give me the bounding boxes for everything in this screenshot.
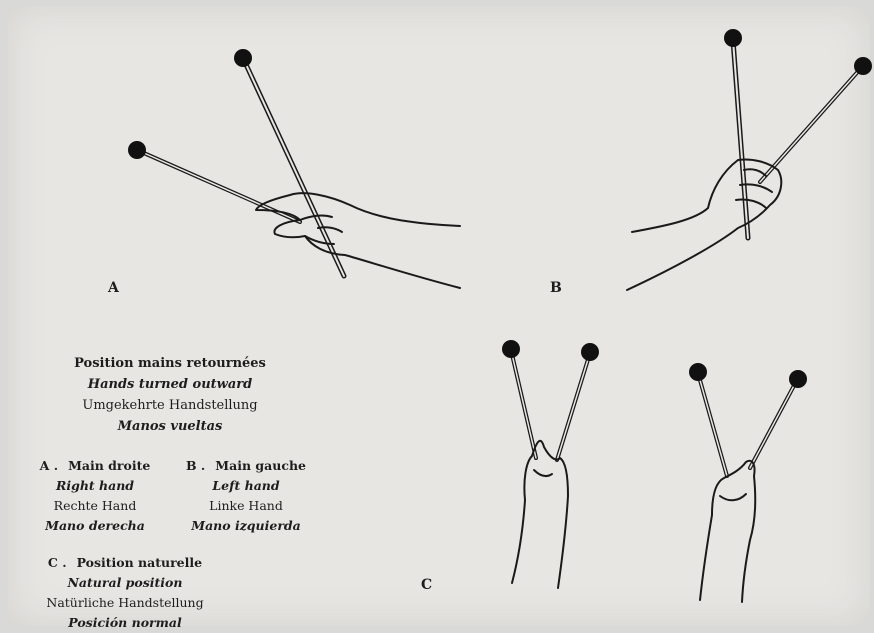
figure-a-hand-drawing: [137, 58, 460, 288]
figure-label-b: B: [550, 280, 562, 296]
legend-b-english: Left hand: [176, 476, 316, 496]
figure-b-hand-drawing: [627, 40, 862, 290]
figure-c-left-hand-drawing: [511, 350, 590, 588]
caption-german: Umgekehrte Handstellung: [40, 395, 300, 416]
legend-a-spanish: Mano derecha: [14, 516, 176, 536]
legend-b-prefix: B .: [186, 458, 205, 473]
figure-label-c: C: [421, 577, 432, 593]
legend-c-german: Natürliche Handstellung: [20, 593, 230, 613]
legend-c-title: Position naturelle: [77, 555, 203, 570]
legend-b-spanish: Mano izquierda: [176, 516, 316, 536]
figure-label-a: A: [108, 280, 119, 296]
legend-b: B . Main gauche Left hand Linke Hand Mano…: [176, 456, 316, 536]
legend-c-prefix: C .: [48, 555, 67, 570]
legend-c: C . Position naturelle Natural position N…: [20, 553, 230, 633]
caption-spanish: Manos vueltas: [40, 416, 300, 437]
legend-a-prefix: A .: [40, 458, 58, 473]
legend-a-german: Rechte Hand: [14, 496, 176, 516]
caption-english: Hands turned outward: [40, 374, 300, 395]
legend-a-title: Main droite: [68, 458, 150, 473]
figure-c-right-hand-drawing: [698, 373, 797, 602]
caption-title: Position mains retournées: [40, 353, 300, 374]
legend-c-english: Natural position: [20, 573, 230, 593]
main-caption: Position mains retournées Hands turned o…: [40, 353, 300, 437]
legend-b-german: Linke Hand: [176, 496, 316, 516]
legend-a-english: Right hand: [14, 476, 176, 496]
legend-b-title: Main gauche: [215, 458, 306, 473]
legend-a: A . Main droite Right hand Rechte Hand Ma…: [14, 456, 176, 536]
legend-c-spanish: Posición normal: [20, 613, 230, 633]
